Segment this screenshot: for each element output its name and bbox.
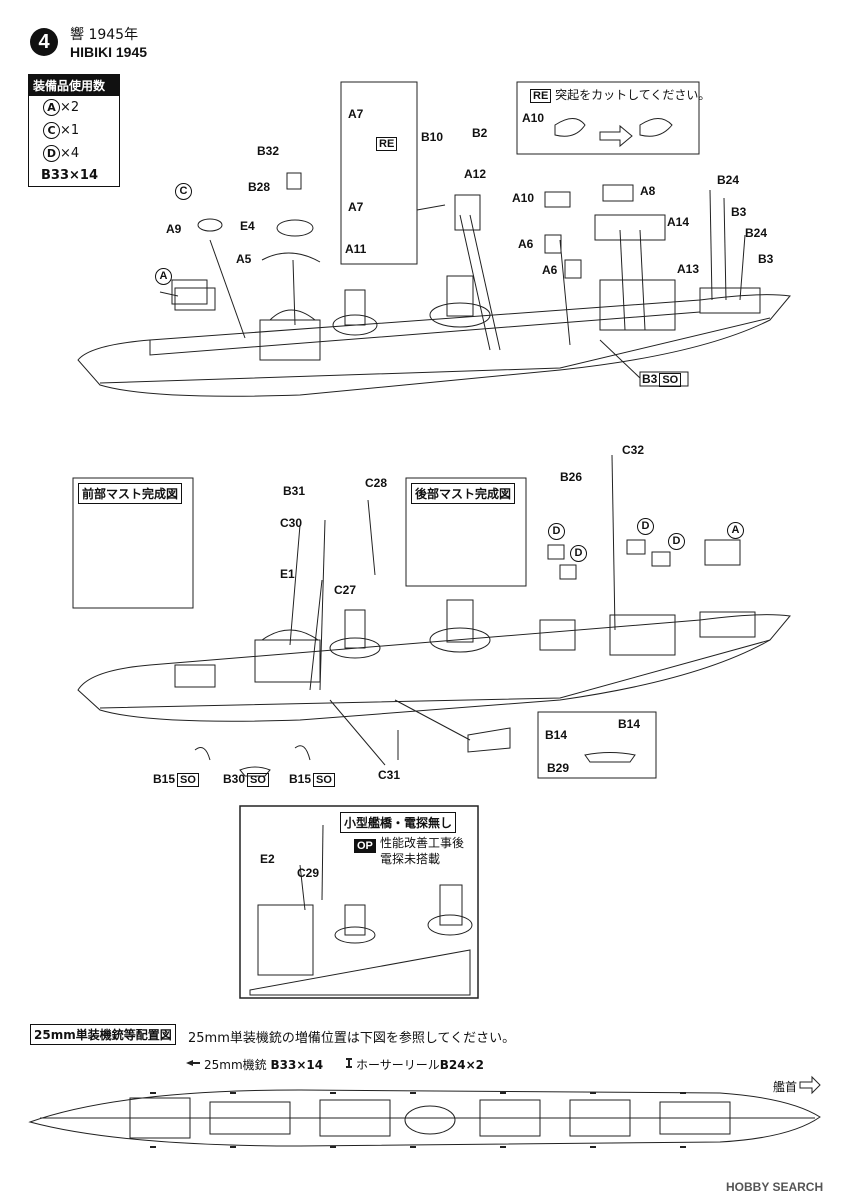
label-c: C [175, 183, 192, 200]
label-b29: B29 [547, 761, 570, 775]
parts-row: A×2 [29, 96, 119, 119]
label-a6-2: A6 [542, 263, 558, 277]
label-b3-2: B3 [758, 252, 774, 266]
page-title-jp: 響 1945年 [70, 27, 139, 43]
label-a12: A12 [464, 167, 487, 181]
label-b14: B14 [545, 728, 568, 742]
label-b31: B31 [283, 484, 306, 498]
page-title-en: HIBIKI 1945 [70, 44, 148, 60]
placement-description: 25mm単装機銃の増備位置は下図を参照してください。 [188, 1031, 516, 1046]
label-b28: B28 [248, 180, 271, 194]
watermark: HOBBY SEARCH [726, 1180, 824, 1194]
label-a-mid: A [727, 522, 744, 539]
label-a14: A14 [667, 215, 690, 229]
label-a5: A5 [236, 252, 252, 266]
step-number: 4 [30, 28, 58, 56]
label-a13: A13 [677, 262, 700, 276]
label-c30: C30 [280, 516, 303, 530]
label-b3: B3 [731, 205, 747, 219]
label-d: D [548, 523, 565, 540]
small-bridge-note-2: 電探未搭載 [380, 852, 441, 866]
label-e4: E4 [240, 219, 255, 233]
label-e1: E1 [280, 567, 295, 581]
bow-label: 艦首 [773, 1080, 798, 1094]
op-tag: OP [354, 839, 376, 853]
label-b32: B32 [257, 144, 280, 158]
label-b24: B24 [717, 173, 740, 187]
parts-row: B33×14 [41, 168, 98, 183]
legend-gun: 25mm機銃 B33×14 [204, 1058, 324, 1072]
parts-row: D×4 [29, 142, 119, 165]
label-b14-2: B14 [618, 717, 641, 731]
plan-view-hull [28, 1089, 821, 1147]
label-c31: C31 [378, 768, 401, 782]
label-b10: B10 [421, 130, 444, 144]
label-e2: E2 [260, 852, 275, 866]
label-a8: A8 [640, 184, 656, 198]
label-a6: A6 [518, 237, 534, 251]
label-inset-a7-2: A7 [348, 200, 364, 214]
label-a9: A9 [166, 222, 182, 236]
label-a: A [155, 268, 172, 285]
label-c32: C32 [622, 443, 645, 457]
mid-ship-hull [77, 614, 791, 722]
small-bridge-note-1: 性能改善工事後 [380, 836, 465, 850]
placement-title: 25mm単装機銃等配置図 [30, 1024, 176, 1045]
label-c29: C29 [297, 866, 320, 880]
parts-used-heading: 装備品使用数 [29, 75, 119, 96]
label-d-3: D [637, 518, 654, 535]
label-inset-a11: A11 [345, 242, 367, 256]
label-inset-a7: A7 [348, 107, 364, 121]
label-b26: B26 [560, 470, 583, 484]
label-c28: C28 [365, 476, 388, 490]
label-b24-2: B24 [745, 226, 768, 240]
label-a10-cut: A10 [522, 111, 545, 125]
label-inset-re: RE [376, 137, 398, 151]
label-c27: C27 [334, 583, 357, 597]
label-a10: A10 [512, 191, 535, 205]
parts-row: C×1 [29, 119, 119, 142]
cut-note: RE 突起をカットしてください。 [528, 86, 710, 103]
fore-mast-title: 前部マスト完成図 [78, 483, 183, 504]
small-bridge-title: 小型艦橋・電探無し [340, 812, 457, 833]
label-b2: B2 [472, 126, 488, 140]
legend-hawser-reel: ホーサーリールB24×2 [356, 1058, 485, 1072]
label-d-4: D [668, 533, 685, 550]
aft-mast-title: 後部マスト完成図 [411, 483, 516, 504]
label-d-2: D [570, 545, 587, 562]
parts-used-box: 装備品使用数 A×2 C×1 D×4 B33×14 [28, 74, 120, 187]
